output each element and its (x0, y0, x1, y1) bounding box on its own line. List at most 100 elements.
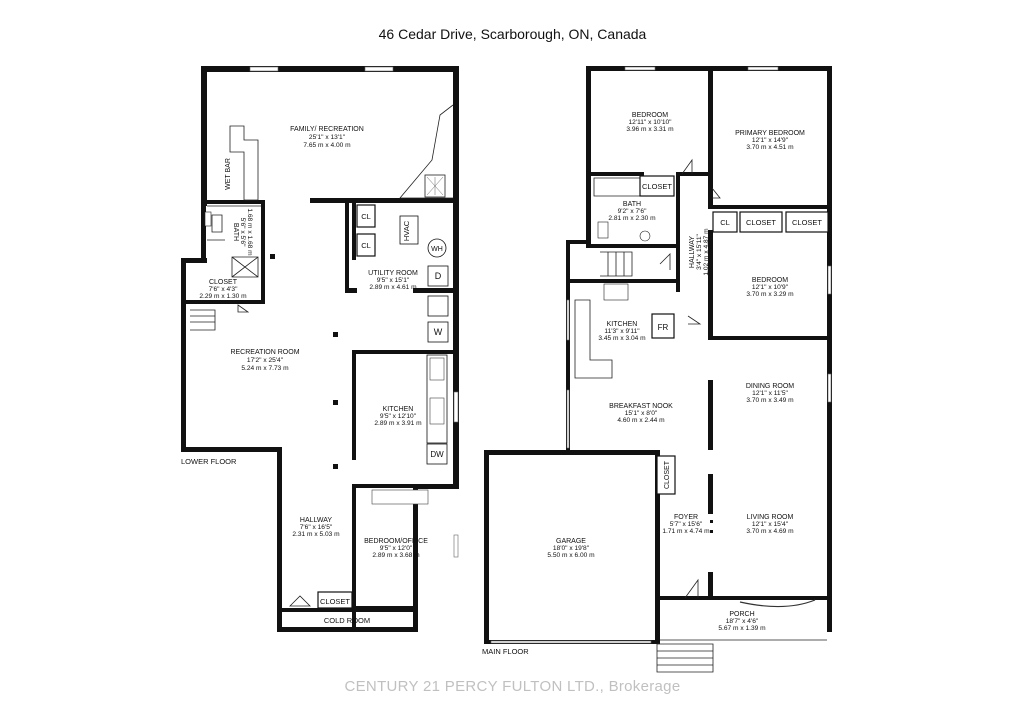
lower-floor-label: LOWER FLOOR (181, 457, 237, 466)
main-floor-labels: BEDROOM 12'11" x 10'10" 3.96 m x 3.31 m … (482, 112, 822, 656)
main-inner-wall (708, 572, 713, 600)
svg-text:5'7" x 15'6": 5'7" x 15'6" (670, 521, 703, 528)
svg-text:1.02 m x 4.87 m: 1.02 m x 4.87 m (703, 228, 710, 276)
svg-text:2.29 m x 1.30 m: 2.29 m x 1.30 m (199, 293, 247, 300)
svg-text:3.70 m x 3.49 m: 3.70 m x 3.49 m (746, 397, 794, 404)
bath-fixtures (207, 205, 261, 241)
column (333, 400, 338, 405)
stove (429, 357, 445, 381)
svg-text:3.70 m x 4.69 m: 3.70 m x 4.69 m (746, 528, 794, 535)
cl-label: CL (361, 241, 371, 250)
window (566, 299, 570, 341)
lower-inner-wall (201, 200, 261, 204)
svg-text:GARAGE: GARAGE (556, 538, 586, 545)
svg-text:5.67 m x 1.39 m: 5.67 m x 1.39 m (718, 625, 766, 632)
main-outer-wall (566, 240, 570, 450)
svg-text:18'7" x 4'6": 18'7" x 4'6" (726, 618, 759, 625)
svg-text:5.24 m x 7.73 m: 5.24 m x 7.73 m (241, 365, 289, 372)
main-outer-wall (655, 596, 832, 600)
lower-inner-wall (355, 350, 459, 354)
main-inner-wall (708, 66, 713, 208)
kitchen-counter (574, 299, 613, 379)
svg-text:BREAKFAST NOOK: BREAKFAST NOOK (609, 403, 673, 410)
lower-outer-wall (277, 450, 282, 632)
fireplace (399, 104, 454, 199)
lower-outer-wall (277, 627, 418, 632)
lower-inner-wall (261, 200, 265, 304)
lower-outer-wall (453, 288, 459, 488)
svg-text:4.60 m x 2.44 m: 4.60 m x 2.44 m (617, 417, 665, 424)
porch-wall (655, 596, 660, 640)
room-label-garage: GARAGE 18'0" x 19'8" 5.50 m x 6.00 m (547, 538, 595, 559)
lower-outer-wall (201, 66, 207, 206)
room-label-recreation-room: RECREATION ROOM 17'2" x 25'4" 5.24 m x 7… (230, 349, 299, 372)
cl-label: CL (361, 212, 371, 221)
svg-text:DINING ROOM: DINING ROOM (746, 383, 794, 390)
main-floor-plan (484, 66, 832, 673)
main-outer-wall (586, 66, 591, 244)
main-inner-wall (708, 336, 832, 340)
washer (427, 321, 449, 343)
svg-text:1.71 m x 4.74 m: 1.71 m x 4.74 m (662, 528, 710, 535)
main-inner-wall (676, 172, 680, 292)
lower-outer-wall (201, 200, 206, 262)
svg-text:2.89 m x 3.68 m: 2.89 m x 3.68 m (372, 552, 420, 559)
door-swing (289, 595, 311, 607)
svg-text:BEDROOM/OFFICE: BEDROOM/OFFICE (364, 538, 428, 545)
svg-text:5'6" x 5'6": 5'6" x 5'6" (239, 218, 246, 247)
closet-label: CLOSET (320, 597, 350, 606)
foyer-closet-label: CLOSET (664, 460, 671, 489)
svg-text:7'6" x 16'5": 7'6" x 16'5" (300, 524, 333, 531)
room-label-primary-bedroom: PRIMARY BEDROOM 12'1" x 14'9" 3.70 m x 4… (735, 130, 805, 151)
lower-outer-wall (181, 258, 207, 263)
room-label-lower-hallway: HALLWAY 7'6" x 16'5" 2.31 m x 5.03 m (292, 517, 340, 538)
room-label-utility-room: UTILITY ROOM 9'5" x 15'1" 2.89 m x 4.61 … (368, 270, 418, 291)
svg-text:11'3" x 9'11": 11'3" x 9'11" (604, 328, 640, 335)
svg-text:HALLWAY: HALLWAY (300, 517, 332, 524)
room-label-breakfast-nook: BREAKFAST NOOK 15'1" x 8'0" 4.60 m x 2.4… (609, 403, 673, 424)
lower-inner-wall (352, 350, 356, 460)
room-label-lower-kitchen: KITCHEN 9'5" x 12'10" 2.89 m x 3.91 m (374, 406, 422, 427)
window (249, 66, 279, 72)
room-label-main-bath: BATH 9'2" x 7'6" 2.81 m x 2.30 m (608, 201, 656, 222)
main-outer-wall (484, 450, 489, 644)
lower-inner-wall (181, 300, 265, 304)
main-outer-wall (566, 240, 591, 244)
lower-outer-wall (413, 484, 418, 632)
water-heater (427, 238, 447, 258)
room-label-family-recreation: FAMILY/ RECREATION 25'1" x 13'1" 7.65 m … (290, 126, 364, 149)
washer-label: W (434, 327, 443, 337)
marker (710, 520, 713, 523)
svg-text:KITCHEN: KITCHEN (607, 321, 638, 328)
lower-outer-wall (413, 288, 459, 293)
cl-box (712, 211, 738, 233)
svg-text:5.50 m x 6.00 m: 5.50 m x 6.00 m (547, 552, 595, 559)
svg-text:1.68 m x 1.68 m: 1.68 m x 1.68 m (246, 208, 253, 256)
bath-closet-label: CLOSET (642, 182, 672, 191)
page-title: 46 Cedar Drive, Scarborough, ON, Canada (378, 26, 647, 42)
cl-closet-box (356, 233, 376, 257)
door-swing (681, 158, 693, 175)
cold-room-label: COLD ROOM (324, 616, 370, 625)
room-label-porch: PORCH 18'7" x 4'6" 5.67 m x 1.39 m (718, 611, 766, 632)
door-swing (687, 315, 702, 325)
door-swing (659, 253, 671, 270)
svg-text:RECREATION ROOM: RECREATION ROOM (230, 349, 299, 356)
svg-text:BATH: BATH (232, 223, 239, 241)
kitchen-sink (429, 397, 445, 425)
svg-text:17'2" x 25'4": 17'2" x 25'4" (247, 357, 284, 364)
svg-text:12'1" x 11'5": 12'1" x 11'5" (752, 390, 788, 397)
svg-text:FAMILY/ RECREATION: FAMILY/ RECREATION (290, 126, 364, 133)
main-outer-wall (827, 66, 832, 632)
toilet (204, 211, 212, 227)
room-label-foyer: FOYER 5'7" x 15'6" 1.71 m x 4.74 m (662, 514, 710, 535)
room-label-main-kitchen: KITCHEN 11'3" x 9'11" 3.45 m x 3.04 m (598, 321, 646, 342)
svg-text:9'5" x 15'1": 9'5" x 15'1" (377, 277, 410, 284)
svg-text:UTILITY ROOM: UTILITY ROOM (368, 270, 418, 277)
window (827, 373, 832, 403)
fridge-label: FR (658, 323, 669, 332)
porch-steps (656, 643, 714, 673)
svg-text:HALLWAY: HALLWAY (689, 236, 696, 268)
wet-bar-label: WET BAR (225, 158, 232, 190)
